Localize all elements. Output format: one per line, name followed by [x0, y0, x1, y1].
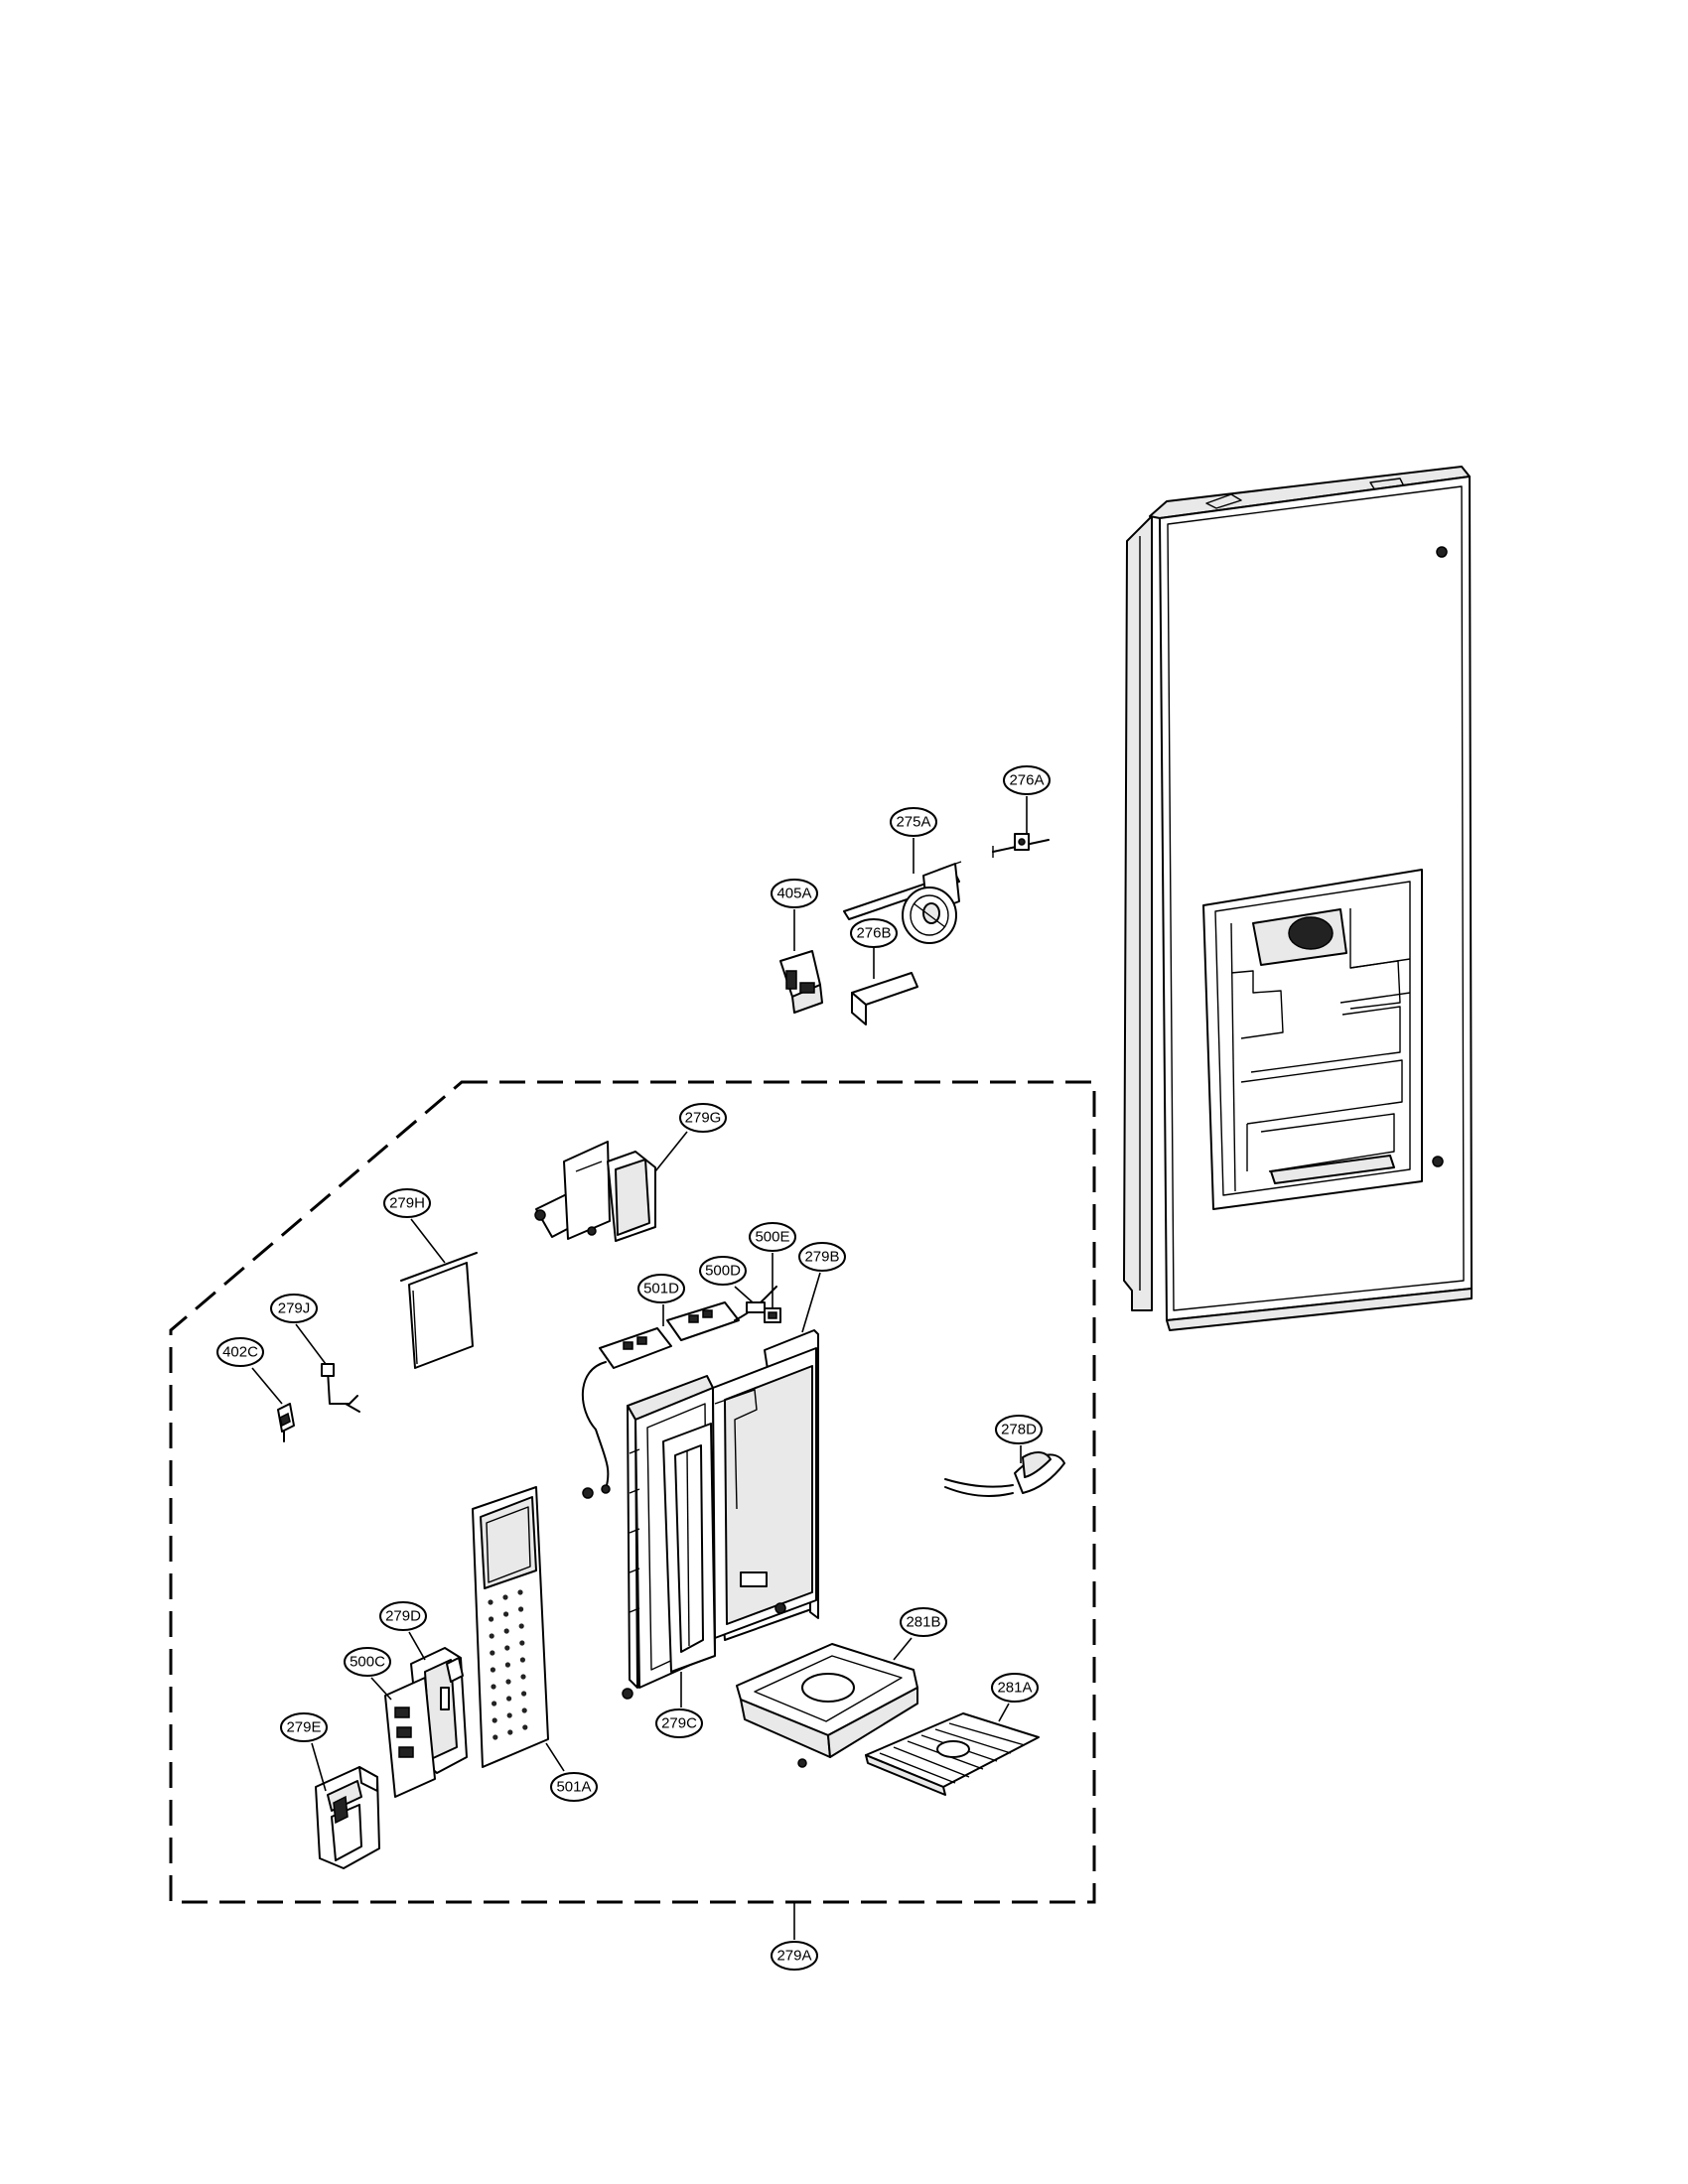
callout-279D[interactable]: 279D [379, 1601, 427, 1631]
part-279H-flap [400, 1252, 478, 1369]
keypad-dot [522, 1724, 528, 1730]
keypad-dot [503, 1611, 509, 1617]
keypad-dot [521, 1691, 527, 1697]
callout-279H[interactable]: 279H [383, 1188, 431, 1218]
part-500D-connector [746, 1301, 766, 1313]
callout-281B[interactable]: 281B [900, 1607, 947, 1637]
callout-402C[interactable]: 402C [216, 1337, 264, 1367]
callout-279E[interactable]: 279E [280, 1712, 328, 1742]
keypad-dot [519, 1640, 525, 1646]
svg-text:276B: 276B [856, 925, 891, 942]
keypad-dot [492, 1717, 497, 1723]
callout-276B[interactable]: 276B [850, 918, 898, 948]
keypad-dot [518, 1606, 524, 1612]
callout-500D[interactable]: 500D [699, 1256, 747, 1286]
keypad-dot [491, 1684, 496, 1690]
keypad-dot [506, 1712, 512, 1718]
svg-text:279B: 279B [804, 1249, 839, 1266]
keypad-dot [519, 1657, 526, 1663]
svg-text:279H: 279H [389, 1195, 425, 1212]
keypad-dot [490, 1650, 495, 1656]
door-screw-bottom [1432, 1156, 1444, 1167]
keypad-dot [490, 1667, 495, 1673]
callout-281A[interactable]: 281A [991, 1673, 1039, 1703]
svg-text:501D: 501D [643, 1281, 679, 1297]
keypad-dot [492, 1734, 498, 1740]
callout-500C[interactable]: 500C [344, 1647, 391, 1677]
keypad-dot [504, 1645, 510, 1651]
part-501D-pcb [582, 1286, 777, 1494]
part-402C-switch [277, 1403, 295, 1442]
keypad-dot [521, 1707, 527, 1713]
door-assembly [1123, 466, 1473, 1331]
part-279E-paddle [315, 1766, 380, 1869]
callout-279G[interactable]: 279G [679, 1103, 727, 1133]
callout-279J[interactable]: 279J [270, 1294, 318, 1323]
part-500E-connector [764, 1307, 781, 1323]
part-405A-switch [779, 950, 823, 1014]
part-281A-grille [865, 1712, 1040, 1796]
part-501A-keypad-board [472, 1486, 549, 1768]
part-276A-hinge-pin [992, 833, 1050, 858]
svg-text:279D: 279D [385, 1608, 421, 1625]
svg-text:279J: 279J [278, 1300, 311, 1317]
part-279C-inner-frame [662, 1423, 716, 1673]
keypad-dot [504, 1662, 510, 1668]
svg-text:500D: 500D [705, 1263, 741, 1280]
part-276B-bracket [851, 972, 918, 1025]
callout-279A[interactable]: 279A [771, 1941, 818, 1971]
svg-text:501A: 501A [556, 1779, 591, 1796]
part-279G-housing [534, 1141, 656, 1242]
callout-279B[interactable]: 279B [798, 1242, 846, 1272]
keypad-dot [505, 1696, 512, 1702]
keypad-dot [518, 1623, 524, 1629]
keypad-dot [488, 1599, 493, 1605]
callout-279C[interactable]: 279C [655, 1708, 703, 1738]
svg-text:500E: 500E [755, 1229, 789, 1246]
keypad-dot [507, 1729, 513, 1735]
part-279J-lever [321, 1363, 360, 1413]
callout-278D[interactable]: 278D [995, 1415, 1043, 1444]
callout-501D[interactable]: 501D [637, 1274, 685, 1303]
keypad-dot [489, 1616, 494, 1622]
part-275A-motor-bracket [843, 861, 962, 944]
svg-text:405A: 405A [776, 886, 811, 902]
keypad-dot [517, 1589, 523, 1595]
svg-text:281A: 281A [997, 1680, 1032, 1697]
svg-text:278D: 278D [1001, 1422, 1037, 1438]
keypad-dot [503, 1628, 509, 1634]
keypad-dot [489, 1633, 494, 1639]
door-screw-top [1436, 546, 1448, 558]
callout-276A[interactable]: 276A [1003, 765, 1051, 795]
callout-405A[interactable]: 405A [771, 879, 818, 908]
svg-text:402C: 402C [222, 1344, 258, 1361]
svg-text:500C: 500C [350, 1654, 385, 1671]
callout-500E[interactable]: 500E [749, 1222, 796, 1252]
svg-text:276A: 276A [1009, 772, 1044, 789]
svg-text:275A: 275A [896, 814, 930, 831]
svg-text:279C: 279C [661, 1715, 697, 1732]
part-278D-actuator [944, 1451, 1065, 1497]
svg-text:279A: 279A [776, 1948, 811, 1965]
part-281B-drip-tray [736, 1643, 918, 1768]
callout-501A[interactable]: 501A [550, 1772, 598, 1802]
keypad-dot [520, 1674, 526, 1680]
svg-text:279G: 279G [685, 1110, 722, 1127]
keypad-dot [502, 1594, 508, 1600]
keypad-dot [492, 1701, 497, 1706]
part-500C-membrane [384, 1677, 436, 1798]
callout-275A[interactable]: 275A [890, 807, 937, 837]
svg-text:281B: 281B [906, 1614, 940, 1631]
svg-text:279E: 279E [286, 1719, 321, 1736]
keypad-dot [505, 1679, 511, 1685]
